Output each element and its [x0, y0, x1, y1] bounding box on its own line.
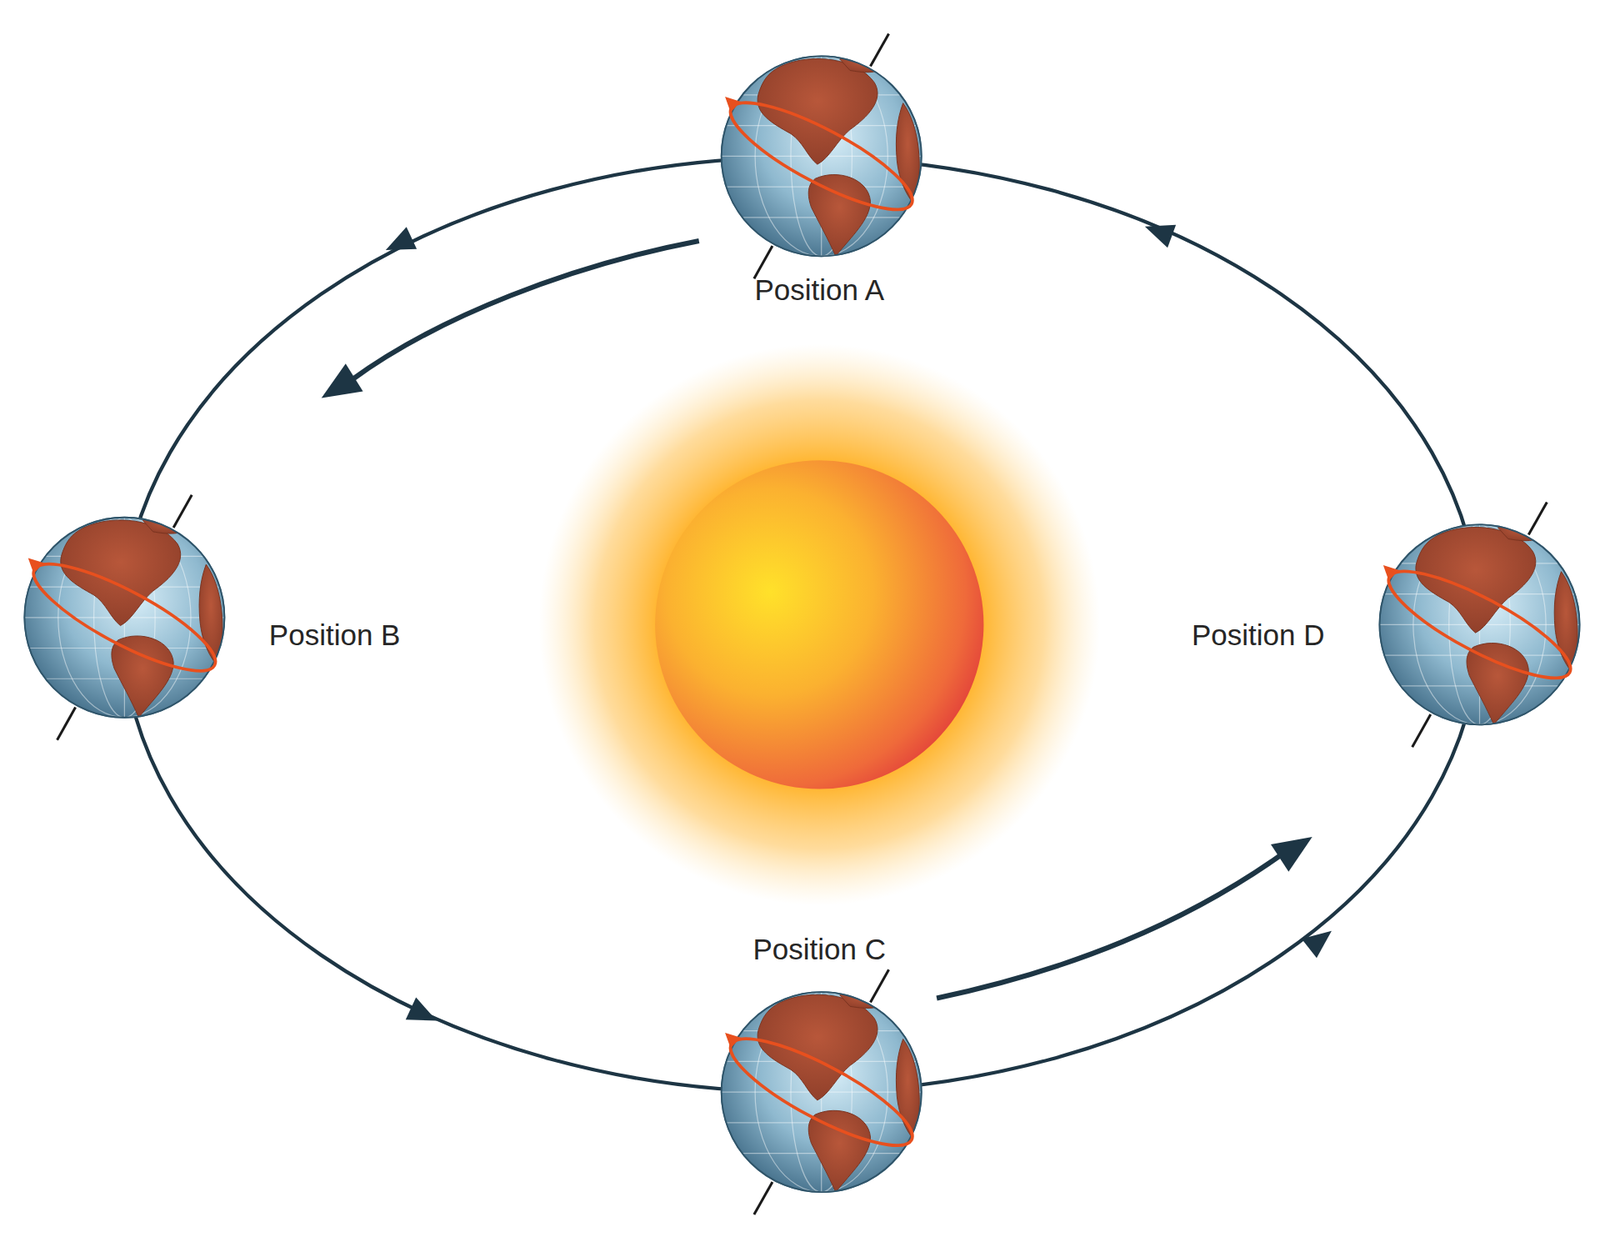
position-label: Position B: [269, 618, 401, 651]
position-label: Position A: [754, 273, 885, 306]
position-label: Position D: [1191, 618, 1325, 651]
position-label: Position C: [752, 932, 886, 965]
